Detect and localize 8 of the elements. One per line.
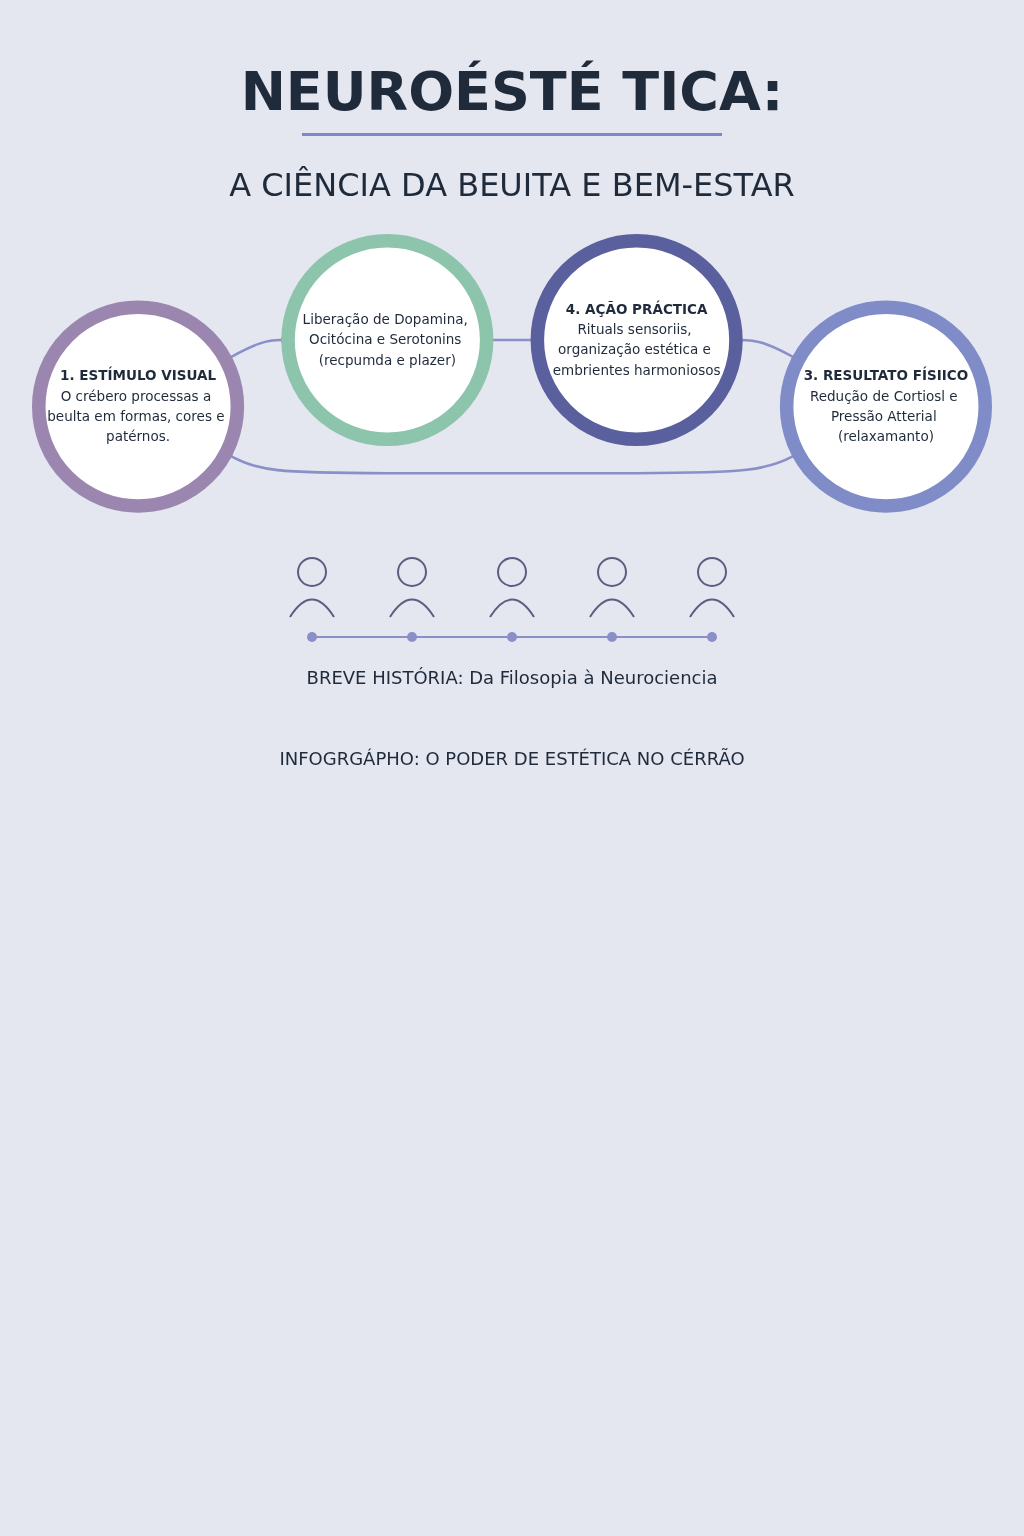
node-circle: 3. RESULTATO FÍSIICO Redução de Cortiosl e Pressão Atterial (relaxamanto) [779, 300, 992, 513]
subtitle: A CIÊNCIA DA BEUITA E BEM-ESTAR [228, 166, 796, 204]
title: NEUROÉSTÉ TICA: [239, 60, 785, 123]
node-circle: 4. AÇÃO PRÁCTICA Rituals sensoriis, organização estética e embrientes harmoniosos [530, 234, 743, 447]
node-circle: Liberação de Dopamina, Ocitócina e Serotonins (recpumda e plazer) [281, 234, 494, 447]
node-circle: 1. ESTÍMULO VISUAL O crébero processas a beulta em formas, cores e patérnos. [32, 300, 245, 513]
timeline-caption: BREVE HISTÓRIA: Da Filosopia à Neurociencia [305, 666, 719, 688]
caption: INFOGRGÁPHO: O PODER DE ESTÉTICA NO CÉRRÃO [278, 747, 746, 769]
